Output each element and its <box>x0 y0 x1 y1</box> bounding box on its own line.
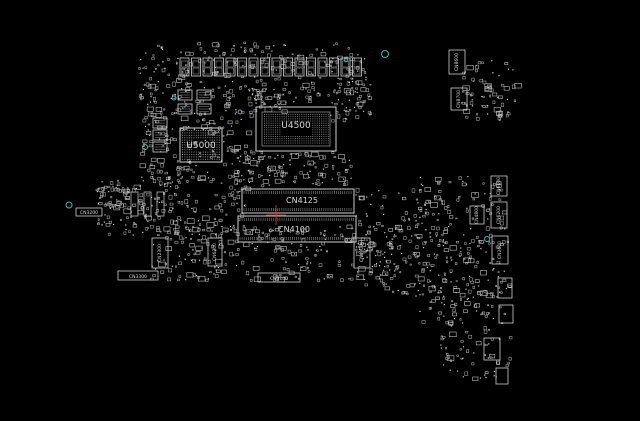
cn6300-label: CN6300 <box>212 243 218 261</box>
connector-cn3200[interactable]: CN3200 <box>75 207 103 217</box>
connector-cn2600[interactable]: CN2600 <box>491 235 509 265</box>
cpu-package[interactable]: U4500 <box>255 106 337 152</box>
dimm-pin-row <box>239 218 354 240</box>
pch-pad-grid <box>182 130 220 160</box>
cn8700-label: CN8700 <box>456 90 462 108</box>
connector-cn6200[interactable]: CN6200 <box>490 201 508 229</box>
component-field <box>95 41 522 382</box>
connector-cn3300[interactable]: CN3300 <box>117 270 159 281</box>
connector-cn3100[interactable]: CN3100 <box>257 272 301 283</box>
connector-cn6300[interactable]: CN6300 <box>207 237 223 267</box>
cn4800-label: CN4800 <box>474 206 480 224</box>
pch-ref-label: U5000 <box>186 141 216 151</box>
cn3100-label: CN3100 <box>270 276 288 282</box>
dimm-slot-cn4125[interactable]: CN4125 <box>241 188 355 214</box>
mounting-vias <box>65 50 490 242</box>
dimm-bottom-ref-label: CN4100 <box>278 225 310 234</box>
cn4900-label: CN4900 <box>359 244 365 262</box>
dimm-top-ref-label: CN4125 <box>286 196 318 205</box>
dimm-pin-row <box>243 191 352 211</box>
pch-package[interactable]: U5000 <box>179 127 223 163</box>
crosshair-cursor <box>266 205 286 225</box>
cn6100-label: CN6100 <box>496 177 502 195</box>
cn3300-label: CN3300 <box>129 274 147 280</box>
cn6200-label: CN6200 <box>496 206 502 224</box>
dimm-slot-cn4100[interactable]: CN4100 <box>237 215 357 243</box>
connector-cn8700[interactable]: CN8700 <box>450 87 468 111</box>
cn8600-label: CN8600 <box>454 53 460 71</box>
cpu-ref-label: U4500 <box>281 121 311 131</box>
cn3200-label: CN3200 <box>80 210 98 216</box>
cn2600-label: CN2600 <box>497 241 503 259</box>
right-connector-stack <box>483 277 514 385</box>
connector-cn4800[interactable]: CN4800 <box>469 205 485 225</box>
vrm-phase-row <box>130 57 362 217</box>
connector-cn4900[interactable]: CN4900 <box>353 237 371 269</box>
cn2300-label: CN2300 <box>157 244 163 262</box>
cpu-pad-grid <box>264 114 329 144</box>
connector-cn8600[interactable]: CN8600 <box>448 49 466 75</box>
connector-cn6100[interactable]: CN6100 <box>490 175 508 197</box>
connector-cn2300[interactable]: CN2300 <box>151 237 169 269</box>
